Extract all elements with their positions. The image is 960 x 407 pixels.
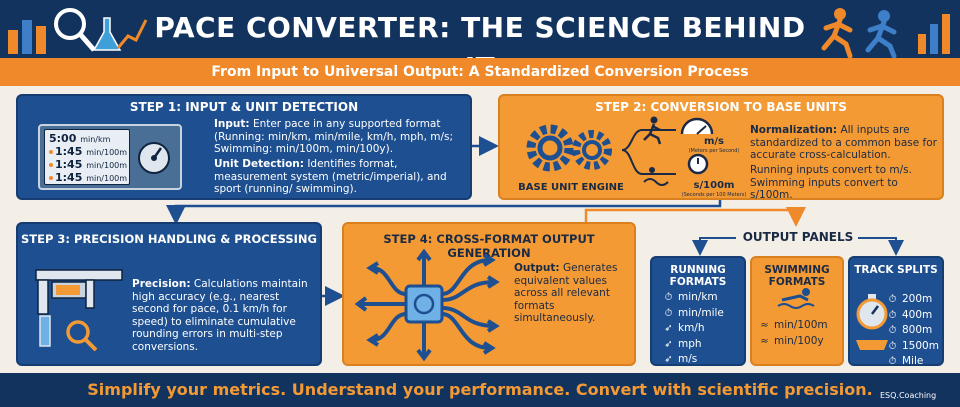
list-item: ➶km/h <box>662 321 724 337</box>
list-item: ≈min/100y <box>758 334 828 350</box>
swim-base-unit: s/100m <box>693 180 735 191</box>
list-item: ➶mph <box>662 337 724 353</box>
list-item: ⏱200m <box>886 292 939 308</box>
swim-base-unit-note: (Seconds per 100 Meters) <box>681 192 747 198</box>
header-bar <box>0 0 960 58</box>
footer-tagline: Simplify your metrics. Understand your p… <box>87 380 873 399</box>
list-item: ≈min/100m <box>758 318 827 334</box>
stopwatch-icon: ⏱ <box>888 309 897 321</box>
output-panels-title: OUTPUT PANELS <box>742 230 854 244</box>
list-item: ⏱400m <box>886 308 939 324</box>
output-hub-icon <box>354 248 500 362</box>
screen-row: 1:45 min/100m <box>49 158 127 171</box>
step1-detection-text: Unit Detection: Identifies format, measu… <box>214 158 447 195</box>
step3-title: STEP 3: PRECISION HANDLING & PROCESSING <box>21 232 317 246</box>
runners-illustration-icon <box>821 8 950 58</box>
step4-title: STEP 4: CROSS-FORMAT OUTPUT GENERATION <box>383 232 595 260</box>
engine-label: BASE UNIT ENGINE <box>518 182 624 193</box>
swimming-formats-list: ≈min/100m ≈min/100y <box>758 318 828 350</box>
subtitle-bar <box>0 58 960 86</box>
gears-icon <box>526 124 612 172</box>
step4-panel: STEP 4: CROSS-FORMAT OUTPUT GENERATION <box>342 222 636 366</box>
step1-input-text: Input: Enter pace in any supported forma… <box>214 118 454 155</box>
step1-title: STEP 1: INPUT & UNIT DETECTION <box>129 100 359 114</box>
track-splits-list: ⏱200m ⏱400m ⏱800m ⏱1500m ⏱Mile <box>886 292 939 370</box>
science-illustration-icon <box>8 8 148 54</box>
conversion-branches <box>621 116 714 186</box>
stopwatch-icon: ⏱ <box>888 325 897 337</box>
device-screen: 5:00 min/km 1:45 min/100m 1:45 min/100m … <box>44 129 130 185</box>
swimming-formats-panel: SWIMMING FORMATS <box>750 256 844 366</box>
stopwatch-icon: ⏱ <box>664 307 673 319</box>
speed-gauge-icon <box>680 117 714 135</box>
swimmer-icon: ≈ <box>760 320 769 331</box>
speed-runner-icon: ➶ <box>664 354 673 366</box>
list-item: ⏱Mile <box>886 354 939 370</box>
step2-title: STEP 2: CONVERSION TO BASE UNITS <box>595 100 847 114</box>
track-splits-title: TRACK SPLITS <box>854 264 938 276</box>
screen-row: 5:00 min/km <box>49 132 111 145</box>
list-item: ⏱min/mile <box>662 306 724 322</box>
stopwatch-icon <box>856 294 888 350</box>
step3-precision-text: Precision: Calculations maintain high ac… <box>132 278 308 353</box>
speed-runner-icon: ➶ <box>664 323 673 335</box>
stopwatch-icon: ⏱ <box>888 340 897 352</box>
footer-bar <box>0 373 960 407</box>
list-item: ⏱800m <box>886 323 939 339</box>
speed-runner-icon: ➶ <box>664 338 673 350</box>
step2-convert-text: Running inputs convert to m/s. Swimming … <box>750 164 912 201</box>
running-formats-panel: RUNNING FORMATS <box>650 256 746 366</box>
run-base-unit-note: (Meters per Second) <box>688 148 740 154</box>
unit-dial-icon <box>138 142 170 174</box>
stopwatch-icon: ⏱ <box>664 292 673 303</box>
page-subtitle: From Input to Universal Output: A Standa… <box>211 64 749 80</box>
running-formats-title: RUNNING FORMATS <box>669 264 727 288</box>
swimming-formats-title: SWIMMING FORMATS <box>764 264 830 288</box>
step2-panel: STEP 2: CONVERSION TO BASE UNITS <box>498 94 944 200</box>
list-item: ⏱min/km <box>662 290 724 306</box>
swimmer-icon <box>777 288 815 309</box>
screen-row: 1:45 min/100m <box>49 145 127 158</box>
calipers-icon <box>35 269 123 352</box>
step2-normalization-text: Normalization: All inputs are standardiz… <box>750 124 937 161</box>
list-item: ➶m/s <box>662 352 724 368</box>
stopwatch-icon: ⏱ <box>888 294 897 305</box>
brand-label: ESQ.Coaching <box>880 391 937 400</box>
screen-row: 1:45 min/100m <box>49 171 127 184</box>
run-base-unit: m/s <box>703 136 725 147</box>
swimmer-icon: ≈ <box>760 335 769 347</box>
list-item: ⏱1500m <box>886 339 939 355</box>
stopwatch-icon: ⏱ <box>888 356 897 368</box>
running-formats-list: ⏱min/km ⏱min/mile ➶km/h ➶mph ➶m/s <box>662 290 724 368</box>
step4-output-text: Output: Generates equivalent values acro… <box>514 262 618 324</box>
